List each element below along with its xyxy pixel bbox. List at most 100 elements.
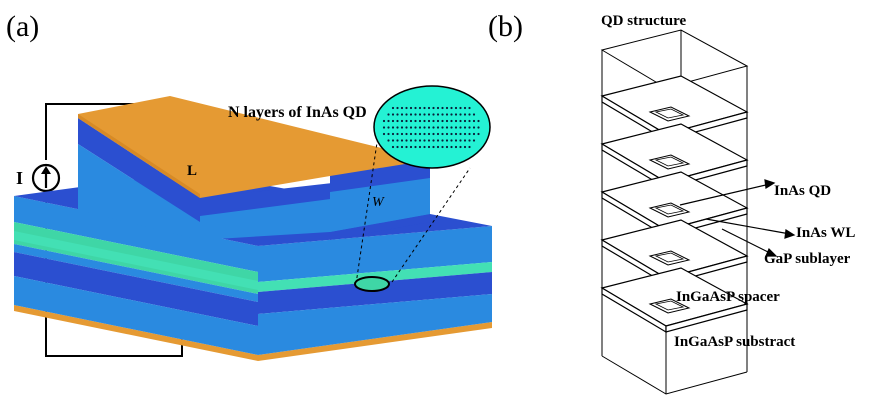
qd-layers-inset <box>373 85 491 169</box>
qd-dot <box>418 145 422 149</box>
qd-dot <box>441 145 444 149</box>
qd-dot <box>432 106 435 110</box>
panel-a-title: N layers of InAs QD <box>228 104 367 121</box>
qd-dot <box>423 119 426 123</box>
qd-dot <box>391 132 395 136</box>
qd-dot <box>468 106 471 110</box>
qd-dot <box>414 145 417 149</box>
qd-dot <box>463 119 467 123</box>
qd-dot <box>463 139 467 142</box>
base-right-face <box>258 226 492 355</box>
qd-dot <box>400 106 404 110</box>
qd-dot <box>432 113 435 116</box>
qd-dot <box>432 126 435 129</box>
qd-dot <box>391 145 395 149</box>
qd-dot <box>477 119 480 123</box>
panel-a-label: (a) <box>6 10 39 43</box>
qd-dot <box>405 106 408 110</box>
ridge-end-face <box>330 160 430 232</box>
qd-dot <box>459 132 462 136</box>
qd-dot <box>409 119 413 123</box>
qd-dot <box>459 119 462 123</box>
qd-dot <box>432 139 435 142</box>
qd-dot <box>459 126 462 129</box>
qd-dot <box>391 113 395 116</box>
qd-dot <box>441 106 444 110</box>
annotation-ingaasp-spacer: InGaAsP spacer <box>676 289 780 305</box>
current-label: I <box>16 168 23 188</box>
qd-dot <box>445 113 449 116</box>
ridge-left-face <box>78 118 200 240</box>
qd-dot <box>427 145 431 149</box>
qd-dot <box>468 132 471 136</box>
qd-dot <box>463 113 467 116</box>
qd-dot <box>423 106 426 110</box>
qd-dot <box>418 132 422 136</box>
qd-dot <box>423 113 426 116</box>
qd-dot <box>387 139 390 142</box>
qd-dot <box>414 106 417 110</box>
qd-dot <box>459 106 462 110</box>
panel-a: (a) I <box>6 10 492 361</box>
qd-dot <box>450 139 453 142</box>
qd-dot <box>472 126 476 129</box>
qd-dot <box>427 113 431 116</box>
qd-dot <box>450 126 453 129</box>
qd-dot <box>400 119 404 123</box>
qd-dot <box>445 126 449 129</box>
annotation-ingaasp-substract: InGaAsP substract <box>674 334 795 350</box>
qd-dot <box>436 106 440 110</box>
qd-dot <box>396 126 399 129</box>
qd-dot <box>423 126 426 129</box>
qd-structure-box <box>600 29 749 395</box>
qd-dot <box>382 126 386 129</box>
qd-dot <box>400 132 404 136</box>
qd-dot <box>436 132 440 136</box>
qd-dot <box>409 145 413 149</box>
qd-dot <box>414 132 417 136</box>
current-source-icon <box>31 163 61 193</box>
qd-dot <box>445 106 449 110</box>
qd-dot <box>441 132 444 136</box>
qd-dot <box>400 126 404 129</box>
qd-dot <box>472 132 476 136</box>
qd-dot <box>427 106 431 110</box>
qd-dot <box>391 126 395 129</box>
qd-dot <box>405 126 408 129</box>
qd-dot <box>436 113 440 116</box>
qd-dot <box>463 106 467 110</box>
qd-dot-rows <box>382 106 480 149</box>
qd-dot <box>472 113 476 116</box>
annotation-inas-qd: InAs QD <box>774 183 831 199</box>
qd-dot <box>400 145 404 149</box>
qd-dot <box>459 139 462 142</box>
qd-zoom-inset <box>354 85 491 292</box>
qd-dot <box>405 132 408 136</box>
qd-dot <box>387 113 390 116</box>
qd-dot <box>463 145 467 149</box>
qd-dot <box>450 145 453 149</box>
qd-dot <box>382 119 386 123</box>
qd-dot <box>459 113 462 116</box>
qd-dot <box>432 119 435 123</box>
qd-dot <box>450 119 453 123</box>
qd-dot <box>396 139 399 142</box>
qd-dot <box>400 139 404 142</box>
panel-b-title: QD structure <box>601 13 686 29</box>
qd-dot <box>427 132 431 136</box>
qd-dot <box>427 119 431 123</box>
qd-layer-slab <box>600 267 749 334</box>
qd-dot <box>445 132 449 136</box>
qd-dot <box>418 126 422 129</box>
qd-dot <box>445 119 449 123</box>
qd-dot <box>396 132 399 136</box>
qd-dot <box>391 119 395 123</box>
qd-dot <box>463 126 467 129</box>
qd-dot <box>450 113 453 116</box>
qd-dot <box>445 145 449 149</box>
qd-dot <box>418 139 422 142</box>
annotation-arrows <box>679 179 796 257</box>
qd-dot <box>477 132 480 136</box>
qd-dot <box>454 119 458 123</box>
